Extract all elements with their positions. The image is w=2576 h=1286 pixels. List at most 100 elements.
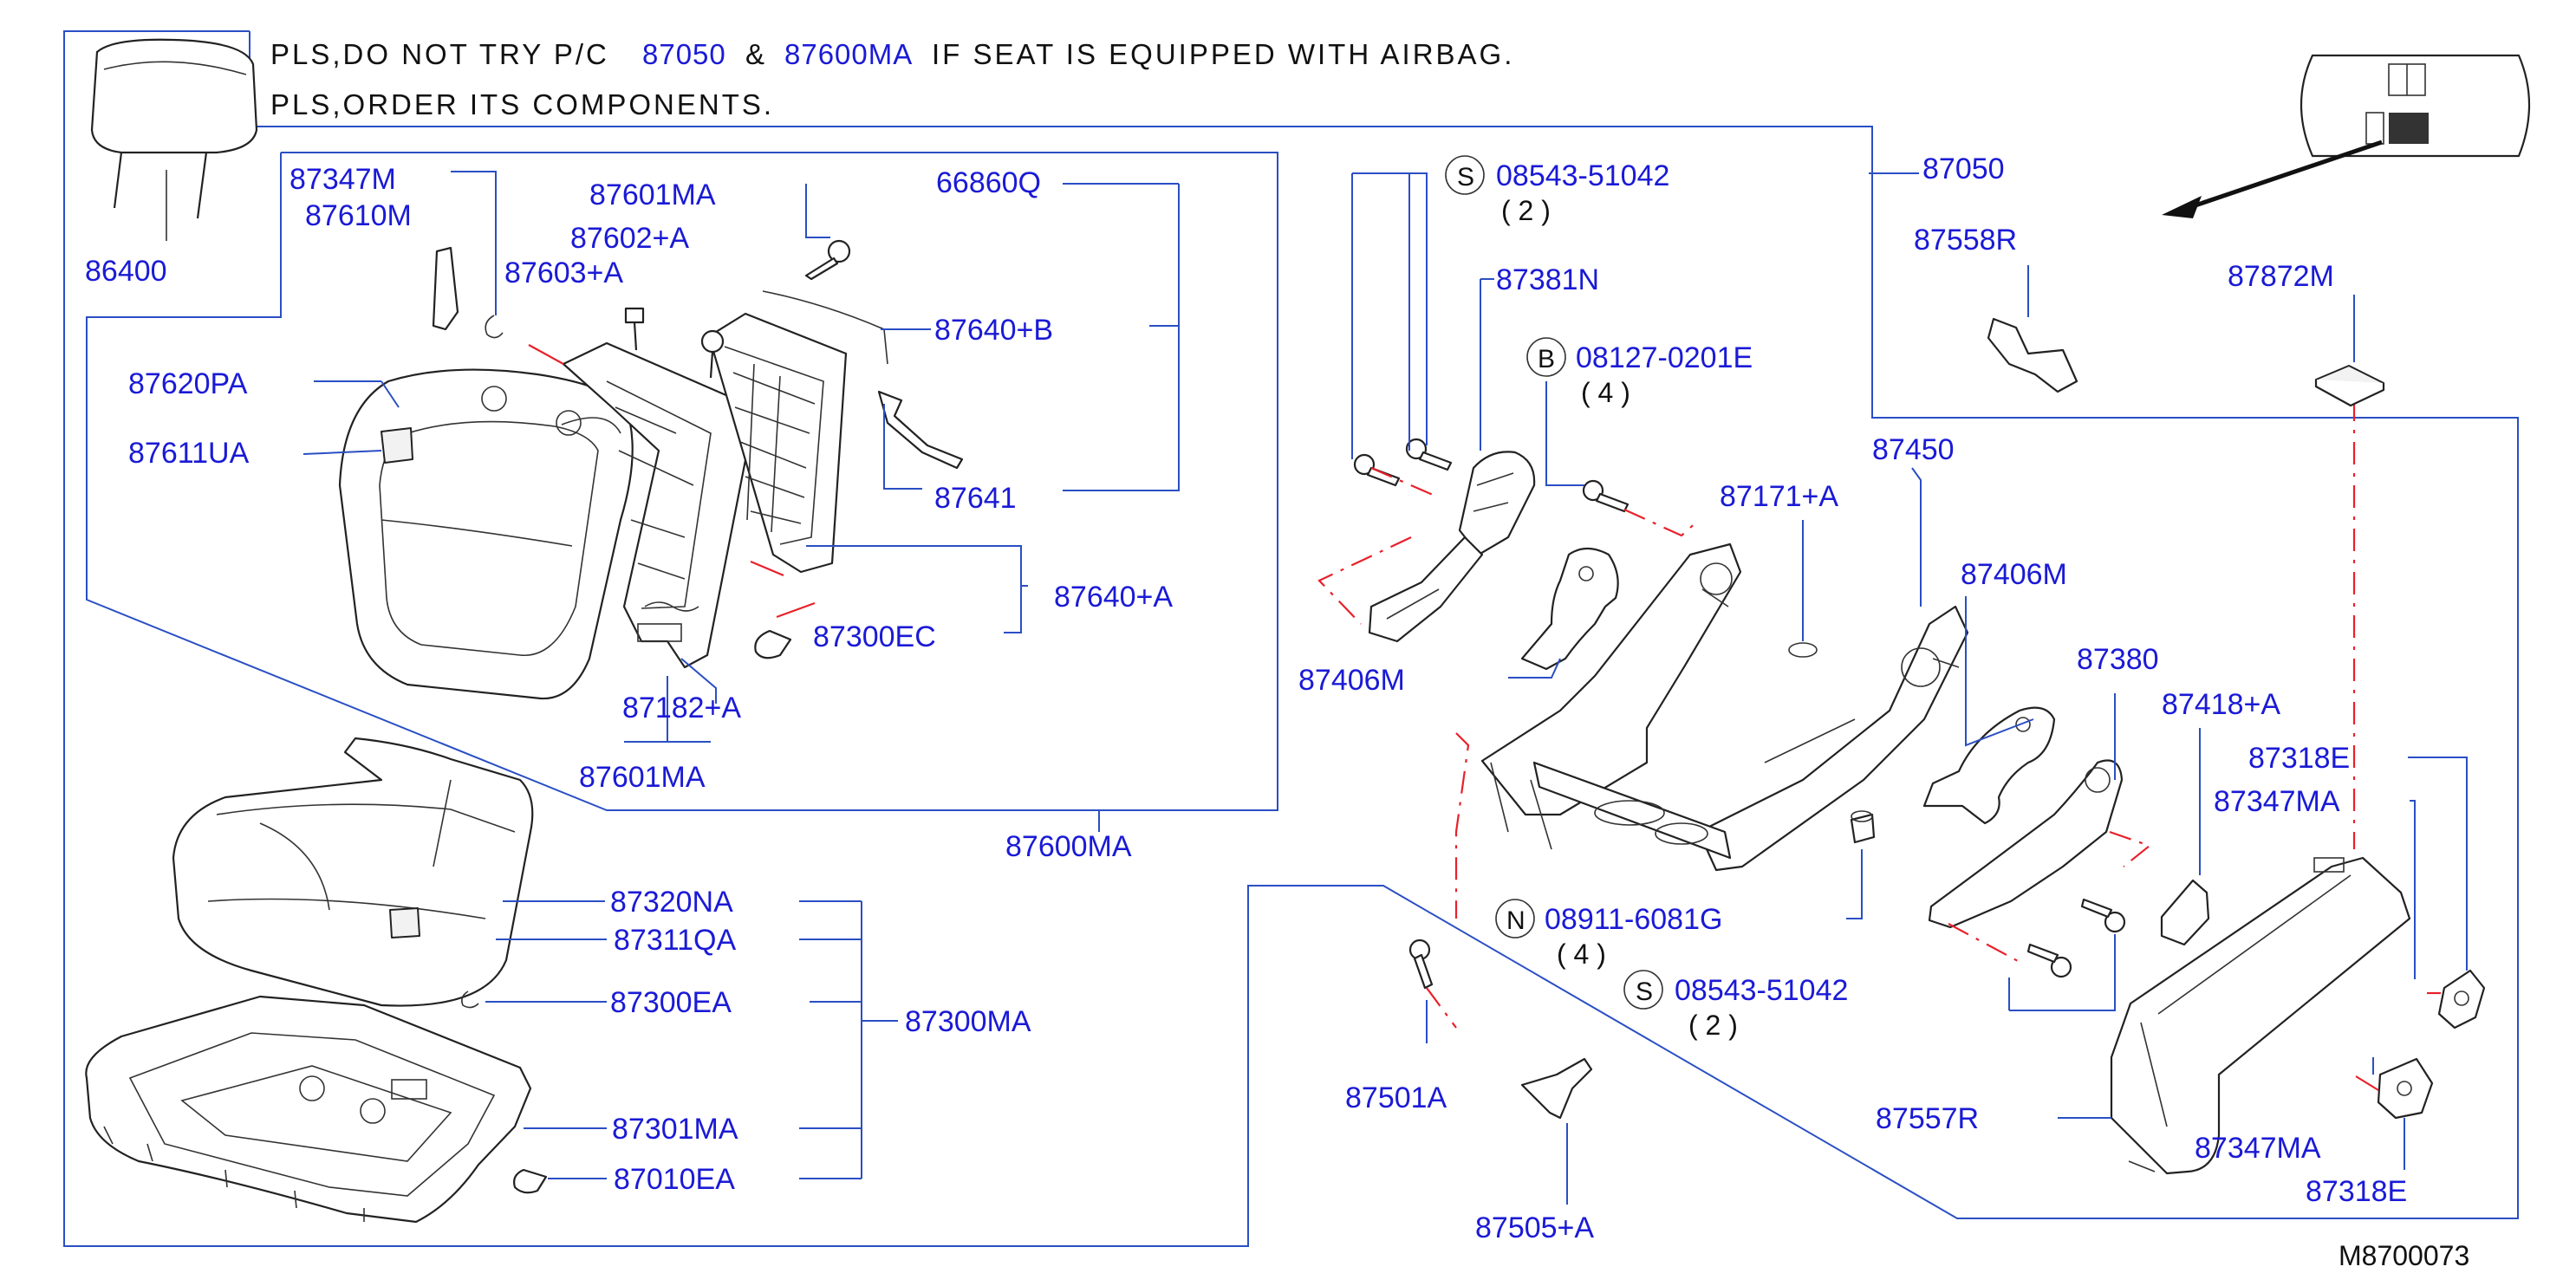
label-87010EA[interactable]: 87010EA: [614, 1163, 735, 1196]
label-87450[interactable]: 87450: [1872, 433, 1955, 466]
seat-adjuster-87450[interactable]: [1480, 542, 1969, 872]
ring-87347M[interactable]: [485, 315, 504, 339]
label-87601MA-bottom[interactable]: 87601MA: [579, 761, 706, 794]
label-08911-6081G[interactable]: 08911-6081G: [1545, 903, 1722, 936]
cushion-frame-87301MA[interactable]: [85, 995, 532, 1224]
pad-87872M[interactable]: [2314, 365, 2385, 407]
back-board-87640B[interactable]: [707, 312, 848, 574]
label-86400[interactable]: 86400: [85, 255, 167, 288]
label-87320NA[interactable]: 87320NA: [610, 886, 733, 919]
cushion-leaders: [485, 900, 898, 1179]
center-alignment-lines: [1317, 399, 2356, 1029]
label-87300EC[interactable]: 87300EC: [813, 620, 936, 653]
clip-87603A[interactable]: [624, 307, 645, 351]
airbag-note: PLS,DO NOT TRY P/C 87050 & 87600MA IF SE…: [270, 38, 1514, 120]
clip-87010EA[interactable]: [513, 1168, 548, 1194]
label-87347M[interactable]: 87347M: [289, 163, 396, 196]
marker-n: N: [1495, 899, 1535, 939]
label-87318E-bottom[interactable]: 87318E: [2306, 1175, 2407, 1208]
lever-87610M[interactable]: [432, 246, 459, 331]
label-87620PA[interactable]: 87620PA: [128, 367, 248, 400]
note-line2: PLS,ORDER ITS COMPONENTS.: [270, 88, 774, 120]
label-08543-51042-lower[interactable]: 08543-51042: [1675, 974, 1848, 1007]
bolt-s-08543-51042-lower[interactable]: [2026, 898, 2126, 978]
label-87505A[interactable]: 87505+A: [1475, 1211, 1594, 1244]
label-87557R[interactable]: 87557R: [1876, 1102, 1979, 1135]
screw-66860Q[interactable]: [804, 239, 851, 281]
label-87347MA-bottom[interactable]: 87347MA: [2195, 1132, 2321, 1165]
clip-87300EC[interactable]: [754, 629, 792, 659]
ring-87300EA[interactable]: [461, 990, 479, 1009]
headrest-86400[interactable]: [90, 38, 258, 241]
knob-87318E-top[interactable]: [2437, 969, 2486, 1029]
label-87300EA[interactable]: 87300EA: [610, 986, 732, 1019]
label-87418A[interactable]: 87418+A: [2162, 688, 2280, 721]
label-08543-51042-upper[interactable]: 08543-51042: [1496, 159, 1669, 192]
marker-b: B: [1526, 337, 1566, 377]
marker-n-text: N: [1506, 906, 1525, 935]
label-87301MA[interactable]: 87301MA: [612, 1113, 738, 1146]
qty-08911-6081G: ( 4 ): [1557, 939, 1606, 970]
label-87381N[interactable]: 87381N: [1496, 263, 1599, 296]
bolt-s-08543-51042-upper[interactable]: [1353, 438, 1453, 487]
label-87501A[interactable]: 87501A: [1345, 1081, 1447, 1114]
note-line1-pn1[interactable]: 87050: [642, 38, 726, 70]
label-87872M[interactable]: 87872M: [2228, 260, 2334, 293]
label-87600MA[interactable]: 87600MA: [1005, 830, 1132, 863]
qty-08127-0201E: ( 4 ): [1581, 377, 1630, 408]
note-line1-prefix: PLS,DO NOT TRY P/C: [270, 38, 609, 70]
recliner-cover-87380[interactable]: [1928, 759, 2124, 929]
label-87640B[interactable]: 87640+B: [934, 314, 1053, 347]
label-87171A[interactable]: 87171+A: [1720, 480, 1838, 513]
knob-87318E-bottom[interactable]: [2377, 1057, 2434, 1120]
bolt-b-08127-0201E[interactable]: [1582, 479, 1630, 513]
marker-s-lower-text: S: [1636, 977, 1653, 1006]
label-87640A[interactable]: 87640+A: [1054, 581, 1173, 614]
label-87611UA[interactable]: 87611UA: [128, 437, 250, 470]
label-87610M[interactable]: 87610M: [305, 199, 412, 232]
label-87641[interactable]: 87641: [934, 482, 1017, 515]
label-87601MA-top[interactable]: 87601MA: [589, 179, 716, 211]
qty-08543-51042-lower: ( 2 ): [1688, 1010, 1738, 1041]
label-87406M-right[interactable]: 87406M: [1961, 558, 2067, 591]
nut-n-08911-6081G[interactable]: [1850, 810, 1876, 844]
note-line1-pn2[interactable]: 87600MA: [784, 38, 913, 70]
cushion-cover-87320NA[interactable]: [172, 737, 534, 1007]
label-87311QA[interactable]: 87311QA: [614, 924, 736, 957]
seatback-cover-87620PA[interactable]: [338, 368, 634, 700]
clip-87602A[interactable]: [700, 329, 725, 379]
label-87602A[interactable]: 87602+A: [570, 222, 689, 255]
label-66860Q[interactable]: 66860Q: [936, 166, 1041, 199]
bracket-87406M-left-plate[interactable]: [1520, 547, 1619, 671]
cover-87418A[interactable]: [2160, 879, 2210, 946]
label-87603A[interactable]: 87603+A: [504, 257, 623, 289]
seatback-trim-87641[interactable]: [762, 290, 964, 470]
label-87406M-left[interactable]: 87406M: [1298, 664, 1405, 697]
bracket-87505A[interactable]: [1520, 1057, 1593, 1120]
cover-87406M-right[interactable]: [1922, 706, 2056, 825]
recliner-cover-87381N[interactable]: [1458, 451, 1536, 556]
label-87347MA-top[interactable]: 87347MA: [2214, 785, 2340, 818]
marker-b-text: B: [1538, 345, 1555, 373]
label-87558R[interactable]: 87558R: [1914, 224, 2017, 257]
label-87380[interactable]: 87380: [2077, 643, 2159, 676]
label-87182A[interactable]: 87182+A: [622, 692, 741, 724]
recliner-cover-87406M-left[interactable]: [1368, 536, 1484, 643]
clip-87558R[interactable]: [1987, 317, 2078, 393]
bolt-87501A[interactable]: [1408, 939, 1434, 990]
label-87050[interactable]: 87050: [1922, 153, 2005, 185]
label-87318E-top[interactable]: 87318E: [2248, 742, 2350, 775]
note-line1-amp: &: [745, 38, 767, 70]
label-87300MA[interactable]: 87300MA: [905, 1005, 1031, 1038]
assembly-boundaries: [63, 30, 2519, 1247]
side-finisher-87557R[interactable]: [2110, 856, 2411, 1175]
diagram-reference-code: M8700073: [2339, 1240, 2469, 1271]
marker-s-upper-text: S: [1457, 163, 1474, 192]
note-line1-suffix: IF SEAT IS EQUIPPED WITH AIRBAG.: [932, 38, 1514, 70]
washer-87171A[interactable]: [1788, 642, 1818, 658]
locator-icon: [2162, 54, 2531, 218]
center-leaders: [1351, 172, 2355, 1205]
label-08127-0201E[interactable]: 08127-0201E: [1576, 341, 1753, 374]
seatback-frame-87601MA[interactable]: [562, 341, 754, 669]
